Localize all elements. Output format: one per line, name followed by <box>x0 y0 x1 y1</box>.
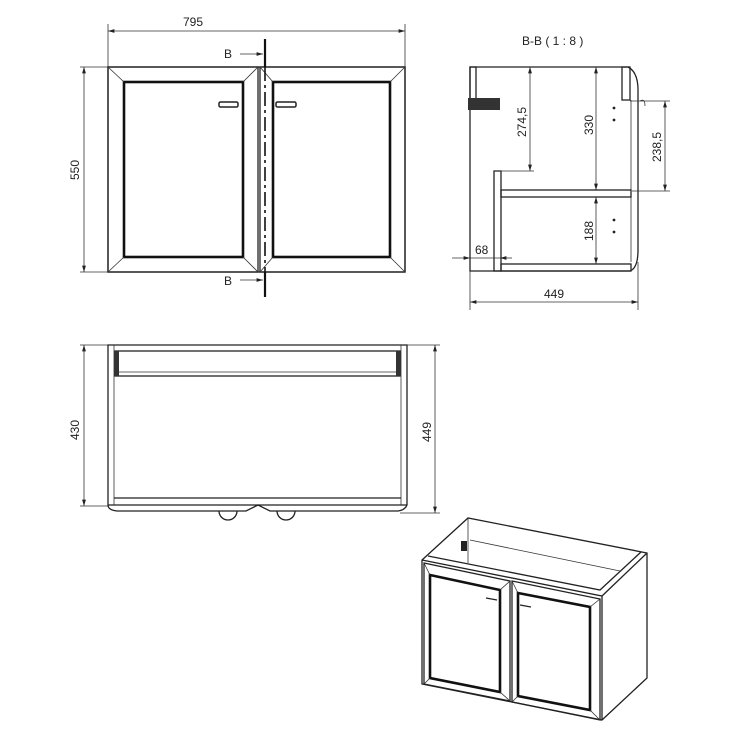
dim-274-5: 274,5 <box>515 107 529 137</box>
section-title: B-B ( 1 : 8 ) <box>522 34 583 48</box>
iso-left-door <box>423 562 511 702</box>
left-door <box>107 66 259 273</box>
hinge-icon <box>468 98 500 110</box>
iso-right-door <box>511 580 601 721</box>
right-door <box>259 66 406 273</box>
section-view: B-B ( 1 : 8 ) 274,5 330 188 238,5 68 449 <box>452 34 670 310</box>
iso-left-handle <box>485 597 498 601</box>
section-marker-bottom: B <box>224 274 232 288</box>
dim-188: 188 <box>582 221 596 241</box>
dim-430: 430 <box>68 420 82 440</box>
dim-238-5: 238,5 <box>650 132 664 162</box>
dim-68: 68 <box>475 243 489 257</box>
left-handle-foot <box>218 510 238 521</box>
top-view: 430 449 <box>68 344 440 521</box>
dim-330: 330 <box>582 115 596 135</box>
isometric-view <box>421 517 648 721</box>
section-marker-top: B <box>224 47 232 61</box>
hinge-icon <box>461 541 467 551</box>
iso-right-handle <box>519 604 532 608</box>
cabinet-outline <box>107 66 406 273</box>
right-handle <box>275 101 297 108</box>
height-dimension: 550 <box>68 160 82 180</box>
front-view: 795 550 B B <box>68 15 406 297</box>
left-handle <box>218 101 239 108</box>
right-handle-foot <box>276 510 296 521</box>
dim-449-top: 449 <box>420 422 434 442</box>
width-dimension: 795 <box>183 15 203 29</box>
dim-449-depth: 449 <box>544 287 564 301</box>
